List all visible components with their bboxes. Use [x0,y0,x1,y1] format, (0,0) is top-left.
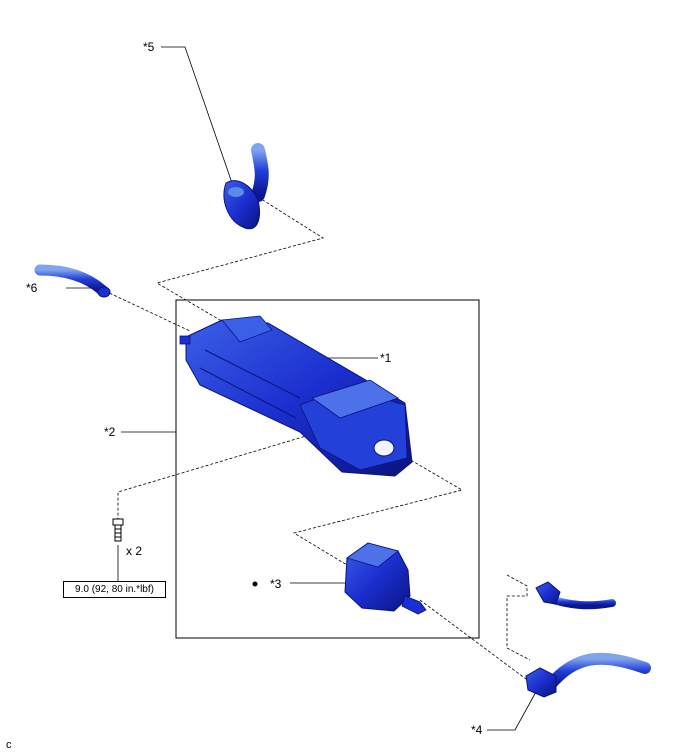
connection-lines [104,196,531,683]
charcoal-canister-part-1 [179,315,413,477]
leader-lines [66,46,538,731]
assembly-frame [175,299,480,639]
callout-3: *3 [270,577,282,591]
hose-part-4 [525,652,651,698]
hose-part-5 [223,143,269,230]
callout-5: *5 [143,40,155,54]
hose-end-piece [535,581,616,610]
hose-part-6 [34,264,111,298]
figure-code: c [6,739,12,751]
callout-6: *6 [26,281,38,295]
bolt-quantity: x 2 [126,544,143,558]
callout-2: *2 [104,425,116,439]
callout-1: *1 [380,351,392,365]
marker-dot [252,581,258,587]
torque-spec: 9.0 (92, 80 in.*lbf) [63,581,166,598]
valve-part-3 [344,542,427,615]
callout-4: *4 [471,723,483,737]
bolt-icon [112,518,124,542]
